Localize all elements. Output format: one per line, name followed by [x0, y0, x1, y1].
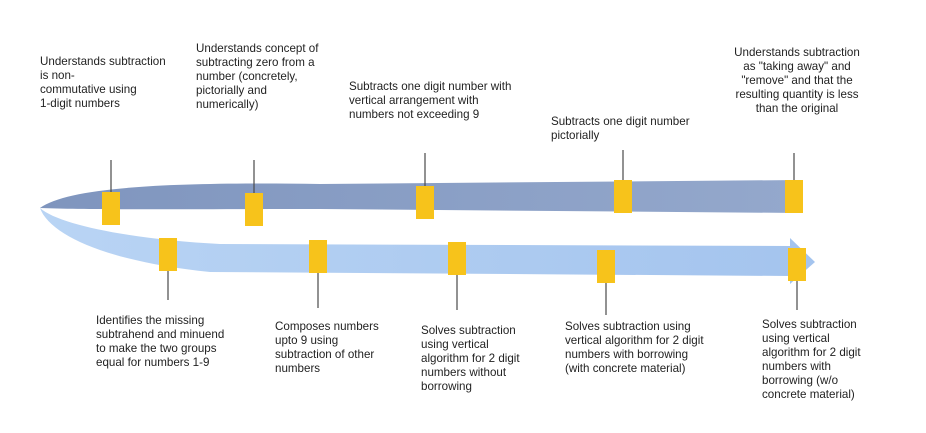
top-milestone-marker-2: [245, 193, 263, 226]
lower-timeline-band: [40, 208, 815, 284]
top-milestone-label-4: Subtracts one digit number pictorially: [551, 115, 690, 142]
bottom-milestone-marker-3: [448, 242, 466, 275]
top-milestone-marker-1: [102, 192, 120, 225]
top-milestone-label-5: Understands subtraction as "taking away"…: [734, 46, 860, 115]
top-milestone-label-1: Understands subtraction is non- commutat…: [40, 55, 166, 110]
bottom-milestone-label-1: Identifies the missing subtrahend and mi…: [96, 314, 225, 369]
bottom-milestone-label-2: Composes numbers upto 9 using subtractio…: [275, 320, 379, 375]
bottom-milestone-label-5: Solves subtraction using vertical algori…: [762, 318, 861, 401]
top-milestones: [102, 150, 803, 226]
bottom-milestone-label-3: Solves subtraction using vertical algori…: [421, 324, 520, 393]
top-milestone-marker-5: [785, 180, 803, 213]
bottom-milestone-marker-4: [597, 250, 615, 283]
top-milestone-label-2: Understands concept of subtracting zero …: [196, 42, 319, 111]
bottom-milestone-marker-1: [159, 238, 177, 271]
bottom-milestone-marker-5: [788, 248, 806, 281]
top-milestone-label-3: Subtracts one digit number with vertical…: [349, 80, 512, 121]
bottom-milestone-label-4: Solves subtraction using vertical algori…: [565, 320, 704, 375]
top-milestone-marker-4: [614, 180, 632, 213]
bottom-milestones: [159, 238, 806, 315]
top-milestone-marker-3: [416, 186, 434, 219]
bottom-milestone-marker-2: [309, 240, 327, 273]
